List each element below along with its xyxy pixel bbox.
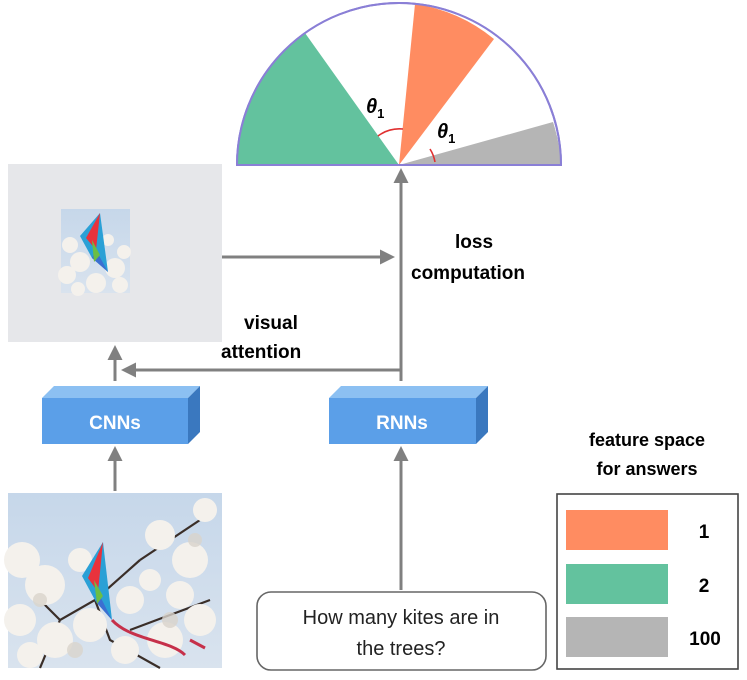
theta-label-right: θ1 [437, 121, 455, 146]
sector-answer-2 [236, 33, 399, 165]
legend-label-2: 2 [699, 576, 710, 597]
sector-answer-1 [399, 4, 494, 165]
loss-label-line2: computation [411, 263, 525, 284]
question-text-line2: the trees? [357, 638, 446, 660]
legend-swatch-100 [566, 617, 668, 657]
sector-answer-100 [399, 122, 561, 165]
rnns-block [329, 386, 488, 444]
legend-title-line1: feature space [589, 430, 705, 450]
visual-label-line1: visual [244, 313, 298, 334]
legend-label-100: 100 [689, 629, 721, 650]
legend-title-line2: for answers [596, 459, 697, 479]
input-image [4, 493, 222, 669]
question-text-line1: How many kites are in [303, 607, 500, 629]
angle-arc-right [429, 148, 436, 163]
flow-arrows [107, 168, 409, 590]
angle-arc-left [377, 128, 404, 137]
loss-label-line1: loss [455, 232, 493, 253]
rnns-label: RNNs [376, 413, 428, 434]
legend-swatch-2 [566, 564, 668, 604]
cnns-block [42, 386, 200, 444]
question-box [256, 591, 547, 671]
theta-label-left: θ1 [366, 96, 384, 121]
attended-region-image [58, 209, 131, 296]
cnns-label: CNNs [89, 413, 141, 434]
legend-label-1: 1 [699, 522, 710, 543]
visual-label-line2: attention [221, 342, 301, 363]
legend-swatch-1 [566, 510, 668, 550]
answer-feature-semicircle [235, 2, 563, 166]
